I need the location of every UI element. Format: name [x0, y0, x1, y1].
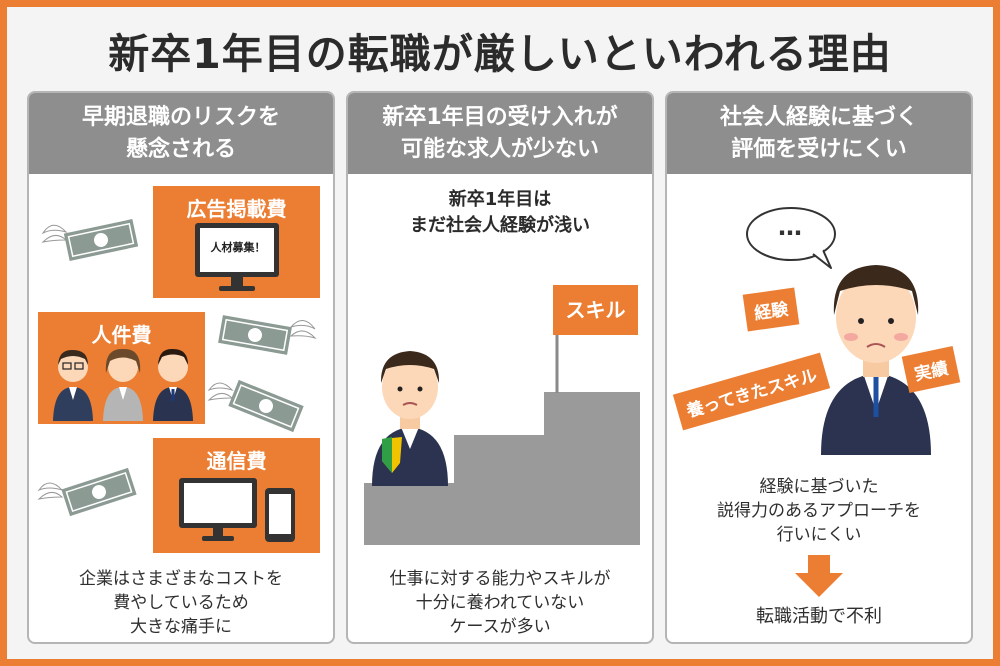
- subtitle-line2: まだ社会人経験が浅い: [410, 215, 590, 236]
- people-icon: [53, 348, 193, 421]
- panel-heading-line2: 懸念される: [125, 137, 236, 162]
- skill-flag-label: スキル: [565, 298, 626, 322]
- panel-heading-line1: 早期退職のリスクを: [81, 105, 280, 130]
- personnel-cost-label: 人件費: [91, 323, 152, 347]
- panel-heading-line2: 可能な求人が少ない: [400, 137, 599, 162]
- flying-money-icon: [207, 379, 304, 433]
- panel-early-resignation: 早期退職のリスクを 懸念される 広告掲載費 人材募集！ 人件費: [27, 91, 335, 644]
- skills-tag: 養ってきたスキル: [672, 352, 830, 431]
- monitor-icon: [195, 223, 279, 291]
- panel-heading: 新卒1年目の受け入れが 可能な求人が少ない: [348, 93, 652, 174]
- result-text: 転職活動で不利: [756, 606, 882, 627]
- new-employee-icon: [372, 351, 448, 486]
- panel-few-openings: 新卒1年目の受け入れが 可能な求人が少ない 新卒1年目は まだ社会人経験が浅い …: [346, 91, 654, 644]
- worried-employee-icon: [821, 265, 931, 455]
- flying-money-icon: [41, 219, 139, 261]
- caption-line1: 企業はさまざまなコストを: [79, 569, 283, 589]
- panel-caption: 仕事に対する能力やスキルが 十分に養われていない ケースが多い: [348, 567, 652, 639]
- devices-icon: [179, 478, 295, 542]
- caption-line2: 説得力のあるアプローチを: [717, 501, 921, 521]
- panel-heading-line2: 評価を受けにくい: [731, 137, 907, 162]
- flying-money-icon: [37, 467, 137, 517]
- panel-heading-line1: 社会人経験に基づく: [719, 105, 918, 130]
- caption-line2: 十分に養われていない: [415, 593, 585, 613]
- caption-line3: 行いにくい: [776, 525, 862, 545]
- communication-cost-label: 通信費: [206, 449, 267, 473]
- speech-bubble-icon: [746, 207, 836, 269]
- panel-caption: 企業はさまざまなコストを 費やしているため 大きな痛手に: [29, 567, 333, 639]
- panel-heading-line1: 新卒1年目の受け入れが: [382, 105, 618, 130]
- experience-tag: 経験: [742, 287, 800, 332]
- caption-line2: 費やしているため: [113, 593, 249, 613]
- caption-line1: 仕事に対する能力やスキルが: [389, 569, 611, 589]
- caption-line3: ケースが多い: [449, 617, 551, 637]
- monitor-recruit-text: 人材募集！: [210, 241, 266, 254]
- panel-subtitle: 新卒1年目は まだ社会人経験が浅い: [348, 187, 652, 239]
- page-title: 新卒1年目の転職が厳しいといわれる理由: [108, 30, 892, 78]
- speech-bubble-text: …: [778, 213, 804, 241]
- skill-flag: スキル: [553, 285, 638, 335]
- flying-money-icon: [218, 315, 317, 355]
- panel-heading: 社会人経験に基づく 評価を受けにくい: [667, 93, 971, 174]
- subtitle-line1: 新卒1年目は: [448, 189, 552, 210]
- panel-caption: 経験に基づいた 説得力のあるアプローチを 行いにくい: [667, 475, 971, 547]
- caption-line3: 大きな痛手に: [130, 617, 232, 637]
- panel-heading: 早期退職のリスクを 懸念される: [29, 93, 333, 174]
- caption-line1: 経験に基づいた: [759, 477, 879, 497]
- arrow-down-icon: [795, 555, 843, 597]
- panel-hard-evaluation: 社会人経験に基づく 評価を受けにくい … 経験 実績 養ってきたスキル 経験に基…: [665, 91, 973, 644]
- ad-cost-label: 広告掲載費: [186, 197, 287, 221]
